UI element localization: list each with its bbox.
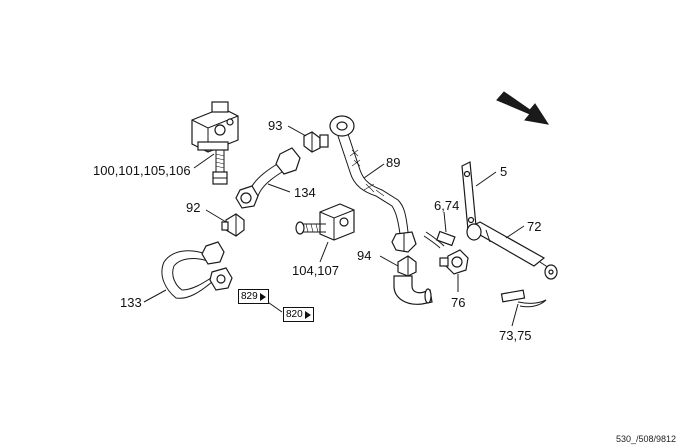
part-cylinder-72	[466, 221, 558, 280]
label-part-93: 93	[268, 118, 283, 133]
label-part-5: 5	[500, 164, 508, 179]
label-part-7375: 73,75	[499, 328, 532, 343]
part-pin-7375	[500, 289, 547, 308]
page-ref-829-label: 829	[241, 291, 258, 302]
part-clamp-bracket	[191, 101, 239, 185]
part-fitting-76	[439, 249, 469, 275]
part-pin-674	[423, 230, 456, 249]
label-part-104: 104,107	[292, 263, 339, 278]
part-hose-133	[161, 241, 233, 299]
page-ref-820-button[interactable]: 820	[283, 307, 314, 322]
part-elbow-94	[393, 255, 433, 305]
page-ref-829-button[interactable]: 829	[238, 289, 269, 304]
drawing-code: 530_/508/9812	[616, 434, 677, 444]
label-part-76: 76	[451, 295, 466, 310]
label-part-134: 134	[294, 185, 316, 200]
label-part-133: 133	[120, 295, 142, 310]
part-fitting-92	[221, 213, 245, 237]
part-pipe-89	[329, 115, 417, 253]
label-part-92: 92	[186, 200, 201, 215]
label-part-72: 72	[527, 219, 542, 234]
leader-lines	[143, 125, 525, 327]
label-part-100: 100,101,105,106	[93, 163, 191, 178]
label-part-674: 6,74	[434, 198, 460, 213]
part-clamp-104	[295, 203, 355, 241]
label-part-94: 94	[357, 248, 372, 263]
part-link-5	[461, 161, 477, 231]
part-fitting-93	[303, 131, 329, 153]
direction-arrow	[496, 91, 550, 125]
play-arrow-icon	[304, 310, 311, 319]
play-arrow-icon	[259, 292, 266, 301]
page-ref-820-label: 820	[286, 309, 303, 320]
label-part-89: 89	[386, 155, 401, 170]
part-tube-134	[235, 147, 301, 209]
